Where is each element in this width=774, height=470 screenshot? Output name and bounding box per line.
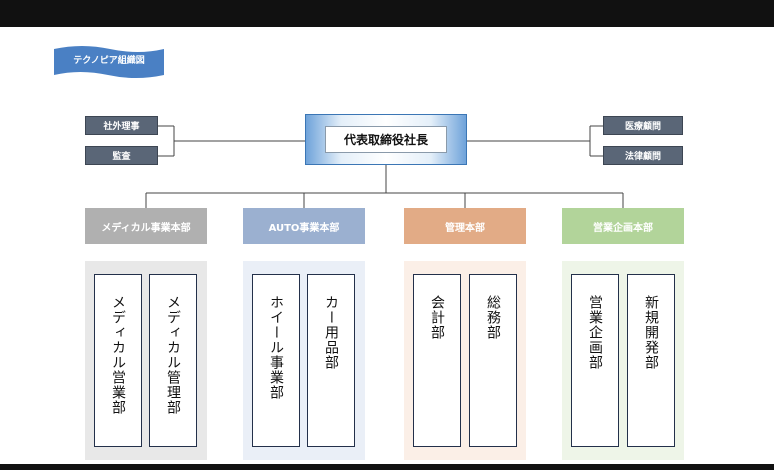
title-ribbon: テクノピア組織図: [52, 44, 166, 80]
advisor-box-legal: 法律顧問: [603, 146, 683, 165]
division-medical: メディカル事業本部: [85, 208, 207, 244]
department-label: メディカル営業部: [110, 295, 126, 415]
ceo-box: 代表取締役社長: [305, 114, 467, 165]
advisor-label: 医療顧問: [624, 122, 661, 132]
advisor-box-outside-director: 社外理事: [85, 116, 158, 135]
division-auto: AUTO事業本部: [243, 208, 365, 244]
advisor-label: 監査: [112, 152, 131, 162]
advisor-label: 法律顧問: [624, 152, 661, 162]
chart-title: テクノピア組織図: [73, 56, 145, 66]
department-box: 会計部: [413, 274, 461, 447]
department-label: 総務部: [485, 295, 501, 340]
department-label: ホイール事業部: [268, 295, 284, 400]
department-box: カー用品部: [307, 274, 355, 447]
division-label: AUTO事業本部: [268, 222, 340, 234]
division-label: 営業企画本部: [593, 222, 653, 234]
ceo-label: 代表取締役社長: [325, 126, 447, 153]
department-box: 新規開発部: [627, 274, 675, 447]
division-label: 管理本部: [445, 222, 485, 234]
advisor-label: 社外理事: [103, 122, 140, 132]
department-label: 営業企画部: [587, 295, 603, 370]
division-label: メディカル事業本部: [101, 222, 191, 234]
department-label: 新規開発部: [643, 295, 659, 370]
department-box: メディカル営業部: [94, 274, 142, 447]
department-box: メディカル管理部: [149, 274, 197, 447]
advisor-box-audit: 監査: [85, 146, 158, 165]
ribbon-shape: [54, 46, 164, 78]
department-box: 総務部: [469, 274, 517, 447]
department-label: カー用品部: [323, 295, 339, 370]
advisor-box-medical: 医療顧問: [603, 116, 683, 135]
division-admin: 管理本部: [404, 208, 526, 244]
division-sales-planning: 営業企画本部: [562, 208, 684, 244]
department-box: ホイール事業部: [252, 274, 300, 447]
department-box: 営業企画部: [571, 274, 619, 447]
department-label: メディカル管理部: [165, 295, 181, 415]
department-label: 会計部: [429, 295, 445, 340]
